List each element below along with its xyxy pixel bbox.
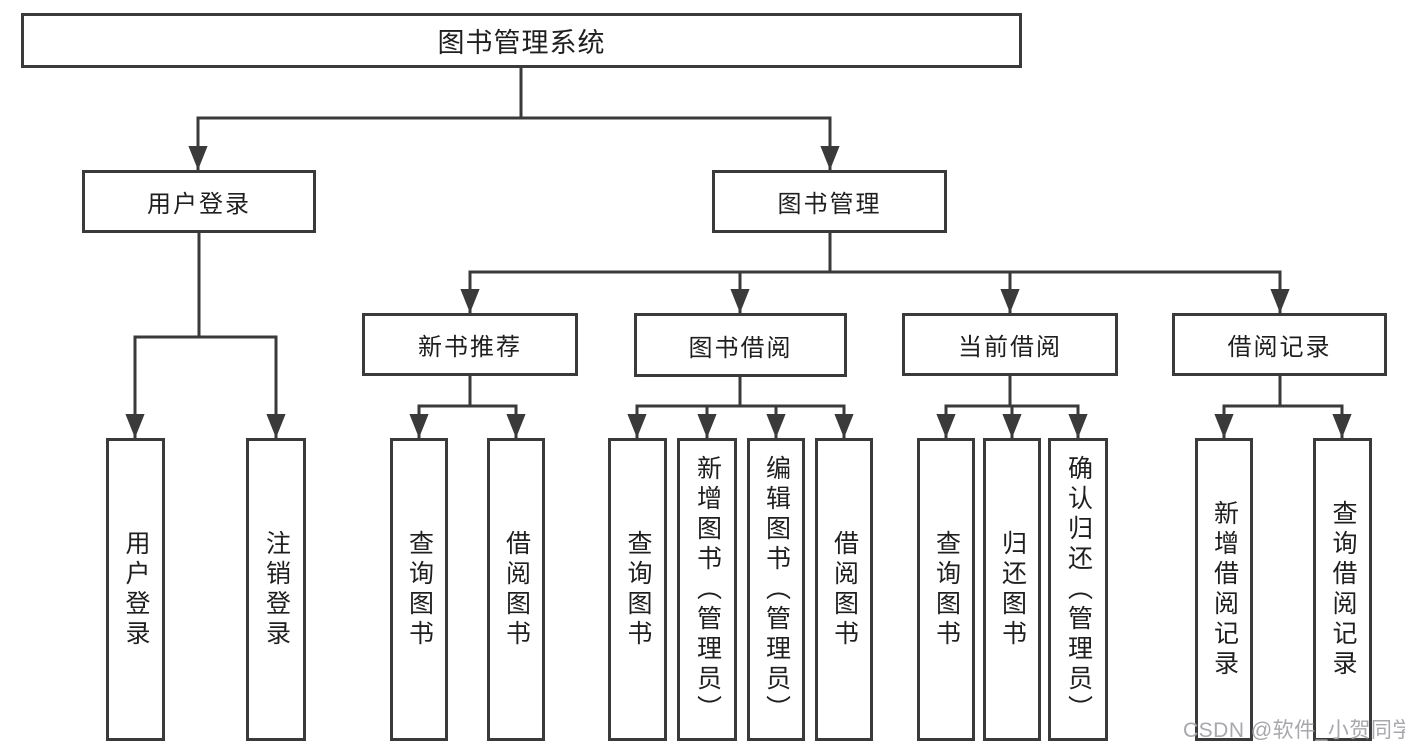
node-label: 用户登录 — [147, 191, 251, 218]
node-label: 图书管理 — [777, 191, 882, 218]
node-book-management: 图书管理 — [712, 170, 947, 233]
node-label: 当前借阅 — [958, 334, 1062, 361]
node-borrowing-records: 借阅记录 — [1172, 313, 1387, 376]
leaf-label: 确认归还（管理员） — [1064, 454, 1093, 725]
leaf-records-add-record: 新增借阅记录 — [1195, 438, 1253, 741]
leaf-label: 查询借阅记录 — [1329, 499, 1357, 680]
watermark-text: CSDN @软件_小贺同学 — [1183, 719, 1405, 742]
node-root-system: 图书管理系统 — [21, 13, 1022, 68]
leaf-label: 借阅图书 — [830, 529, 859, 650]
leaf-logout: 注销登录 — [246, 438, 306, 741]
leaf-borrow-edit-books-admin: 编辑图书（管理员） — [747, 438, 805, 741]
leaf-label: 新增借阅记录 — [1210, 499, 1239, 680]
leaf-label: 新增图书（管理员） — [693, 454, 722, 725]
leaf-recommend-borrow-books: 借阅图书 — [487, 438, 545, 741]
node-label: 借阅记录 — [1227, 334, 1332, 361]
leaf-label: 注销登录 — [262, 529, 291, 650]
node-current-borrowing: 当前借阅 — [902, 313, 1118, 376]
node-label: 图书借阅 — [688, 334, 793, 362]
node-user-login: 用户登录 — [82, 170, 316, 233]
leaf-borrow-borrow-books: 借阅图书 — [815, 438, 873, 741]
leaf-user-login: 用户登录 — [106, 438, 165, 741]
leaf-borrow-query-books: 查询图书 — [608, 438, 667, 741]
leaf-current-return-books: 归还图书 — [983, 438, 1041, 741]
leaf-label: 编辑图书（管理员） — [762, 454, 791, 725]
node-label: 图书管理系统 — [437, 28, 606, 58]
leaf-label: 查询图书 — [405, 529, 434, 650]
connector-group — [125, 66, 1352, 440]
node-book-borrowing: 图书借阅 — [634, 313, 847, 377]
leaf-current-query-books: 查询图书 — [917, 438, 975, 741]
leaf-label: 归还图书 — [998, 529, 1027, 650]
leaf-label: 用户登录 — [122, 529, 150, 650]
node-new-book-recommendation: 新书推荐 — [362, 313, 578, 376]
leaf-label: 借阅图书 — [502, 529, 531, 650]
leaf-borrow-add-books-admin: 新增图书（管理员） — [677, 438, 737, 741]
leaf-recommend-query-books: 查询图书 — [390, 438, 448, 741]
leaf-current-confirm-return-admin: 确认归还（管理员） — [1048, 438, 1108, 741]
leaf-label: 查询图书 — [932, 529, 961, 650]
leaf-label: 查询图书 — [624, 529, 652, 650]
leaf-records-query-record: 查询借阅记录 — [1313, 438, 1372, 741]
node-label: 新书推荐 — [418, 334, 522, 361]
